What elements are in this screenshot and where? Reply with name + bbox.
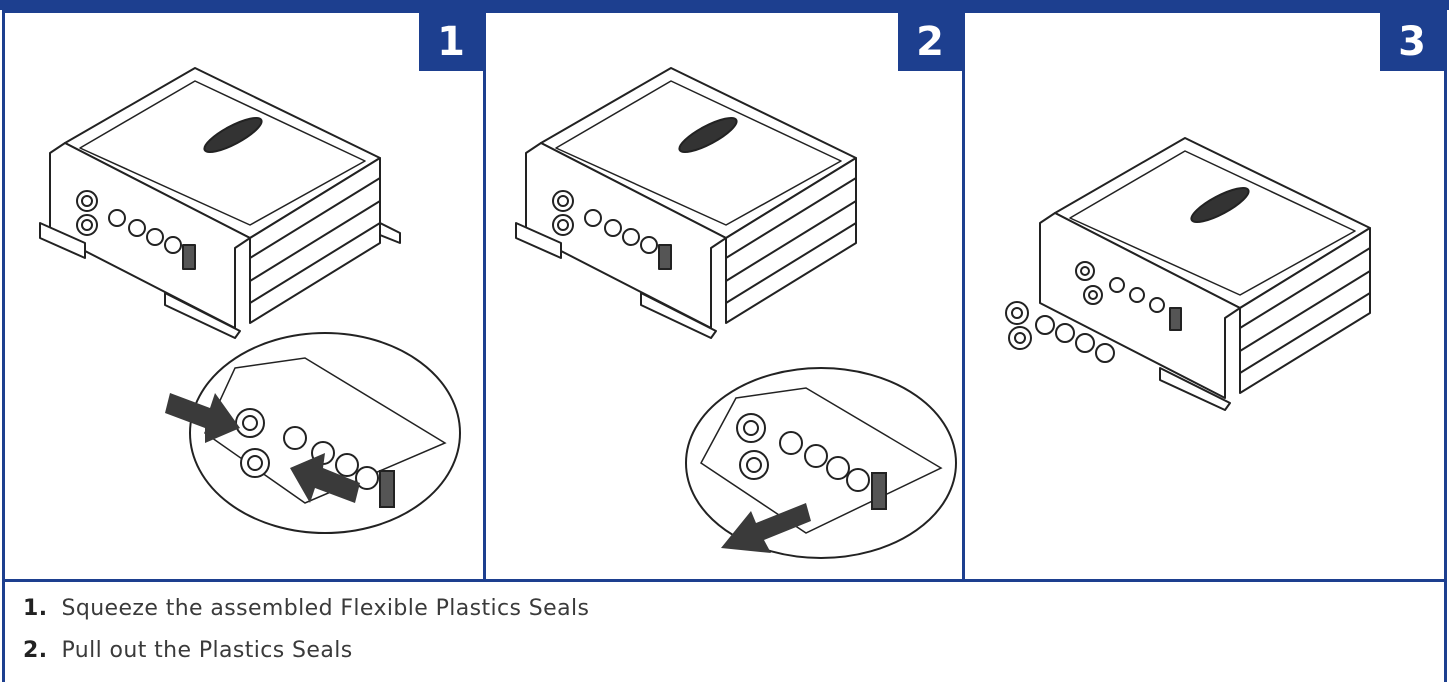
step-number-badge: 1 [419, 13, 483, 71]
amplifier-illustration [515, 67, 957, 559]
panel-step-2: 2 [483, 10, 965, 582]
step-number-badge: 2 [898, 13, 962, 71]
top-border [0, 0, 1449, 10]
step-number: 1. [23, 596, 48, 621]
panel-step-3: 3 [962, 10, 1447, 582]
step-number: 2. [23, 638, 48, 663]
step-2: 2. Pull out the Plastics Seals [23, 638, 353, 663]
amplifier-illustration [1005, 137, 1371, 411]
step-number-badge: 3 [1380, 13, 1444, 71]
step-1: 1. Squeeze the assembled Flexible Plastic… [23, 596, 589, 621]
step-text: Squeeze the assembled Flexible Plastics … [61, 596, 590, 621]
instruction-steps: 1. Squeeze the assembled Flexible Plastic… [2, 582, 1447, 682]
amplifier-illustration [39, 67, 461, 534]
panel-step-1: 1 [2, 10, 486, 582]
step-text: Pull out the Plastics Seals [61, 638, 353, 663]
